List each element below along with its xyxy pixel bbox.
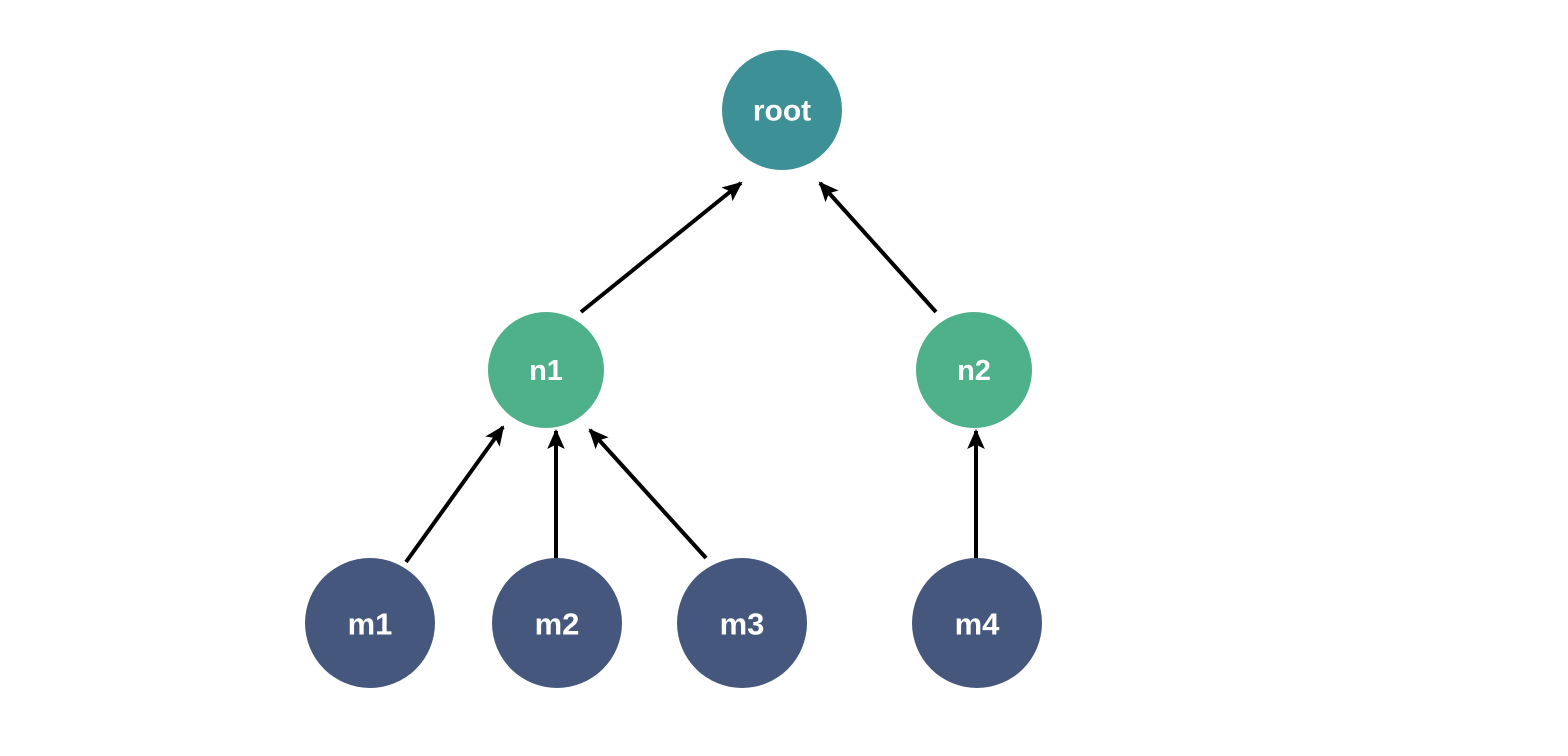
edge-n2-root	[818, 181, 938, 314]
node-circle-m4[interactable]	[912, 558, 1042, 688]
node-m3[interactable]: m3	[677, 558, 807, 688]
node-circle-m2[interactable]	[492, 558, 622, 688]
node-circle-n1[interactable]	[488, 312, 604, 428]
node-circle-m1[interactable]	[305, 558, 435, 688]
node-m4[interactable]: m4	[912, 558, 1042, 688]
edge-m1-n1	[404, 425, 505, 564]
edge-n1-root	[579, 181, 743, 314]
node-circle-m3[interactable]	[677, 558, 807, 688]
node-m1[interactable]: m1	[305, 558, 435, 688]
node-circle-n2[interactable]	[916, 312, 1032, 428]
edges-layer	[404, 181, 985, 564]
node-n2[interactable]: n2	[916, 312, 1032, 428]
node-circle-root[interactable]	[722, 50, 842, 170]
nodes-layer: root n1 n2 m1 m2 m3 m4	[305, 50, 1042, 688]
edge-m3-n1	[588, 428, 708, 560]
node-root[interactable]: root	[722, 50, 842, 170]
node-m2[interactable]: m2	[492, 558, 622, 688]
node-n1[interactable]: n1	[488, 312, 604, 428]
